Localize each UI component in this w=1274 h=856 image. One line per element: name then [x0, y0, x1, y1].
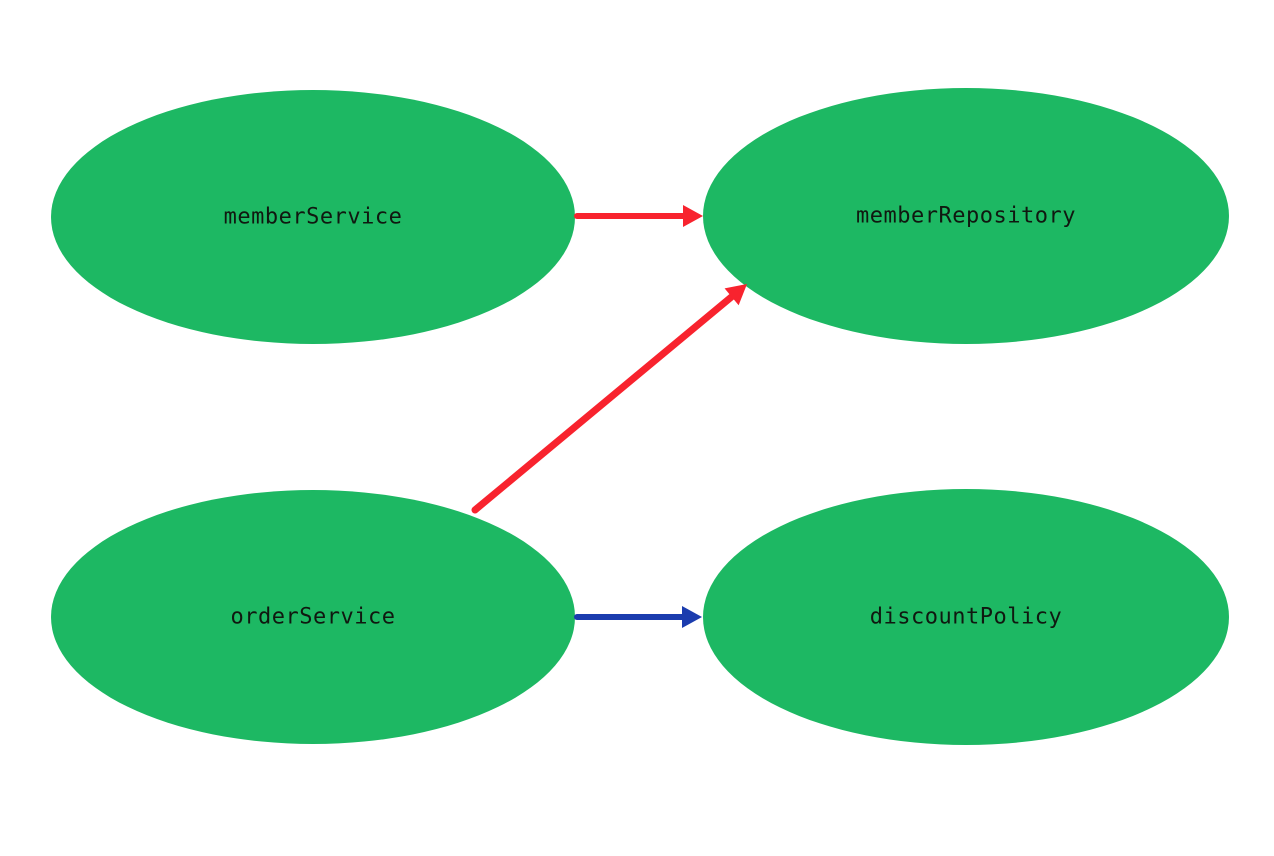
edge-orderService-to-memberRepository	[471, 284, 747, 514]
arrowhead-icon	[683, 205, 703, 227]
node-orderService: orderService	[51, 490, 575, 744]
node-memberService: memberService	[51, 90, 575, 344]
node-ellipse-memberRepository	[703, 88, 1229, 344]
node-label-memberService: memberService	[224, 205, 403, 230]
edge-line-orderService-to-memberRepository	[471, 288, 742, 514]
edge-orderService-to-discountPolicy	[574, 606, 702, 628]
node-ellipse-memberService	[51, 90, 575, 344]
edge-memberService-to-memberRepository	[574, 205, 703, 227]
node-label-memberRepository: memberRepository	[856, 204, 1076, 229]
node-discountPolicy: discountPolicy	[703, 489, 1229, 745]
node-label-orderService: orderService	[231, 605, 396, 630]
node-ellipse-discountPolicy	[703, 489, 1229, 745]
node-ellipse-orderService	[51, 490, 575, 744]
node-memberRepository: memberRepository	[703, 88, 1229, 344]
arrowhead-icon	[724, 284, 747, 306]
arrowhead-icon	[682, 606, 702, 628]
node-label-discountPolicy: discountPolicy	[870, 605, 1062, 630]
